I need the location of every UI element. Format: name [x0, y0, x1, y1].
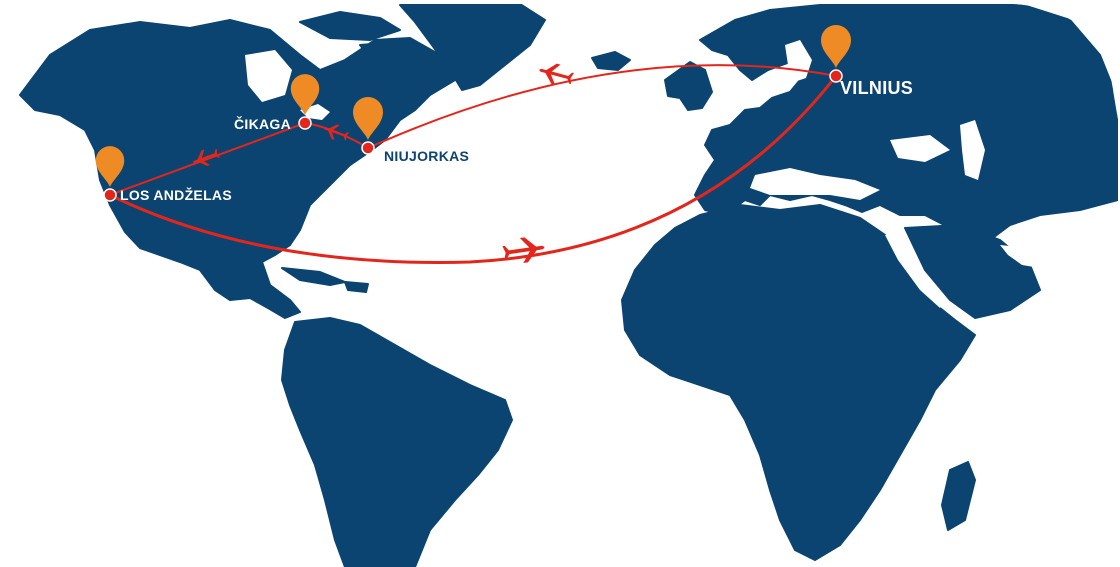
south-america-landmass [281, 317, 513, 567]
route-vilnius-niujorkas [367, 64, 837, 149]
city-dot-cikaga [298, 116, 312, 130]
city-label-los-andzelas: LOS ANDŽELAS [120, 187, 232, 203]
persian-gulf [1000, 245, 1040, 268]
greenland [399, 4, 546, 91]
mediterranean-sea [750, 168, 880, 200]
city-dot-vilnius [829, 69, 843, 83]
city-dot-los-andzelas [103, 188, 117, 202]
hudson-bay [245, 50, 292, 102]
cuba [281, 267, 346, 286]
baffin-island [359, 41, 421, 73]
city-label-niujorkas: NIUJORKAS [384, 148, 470, 164]
city-label-cikaga: ČIKAGA [234, 116, 292, 132]
madagascar [941, 461, 976, 531]
city-dot-niujorkas [361, 141, 375, 155]
north-america-landmass [19, 19, 456, 319]
caspian-sea [960, 120, 985, 180]
black-sea [890, 135, 950, 162]
europe-landmass [694, 4, 1118, 241]
arctic-islands [299, 11, 401, 41]
iceland [591, 51, 631, 71]
red-sea [885, 232, 945, 308]
city-label-vilnius: VILNIUS [840, 78, 914, 98]
route-cikaga-losandzelas [109, 122, 306, 196]
hispaniola [344, 281, 369, 293]
route-losandzelas-vilnius [108, 74, 838, 264]
